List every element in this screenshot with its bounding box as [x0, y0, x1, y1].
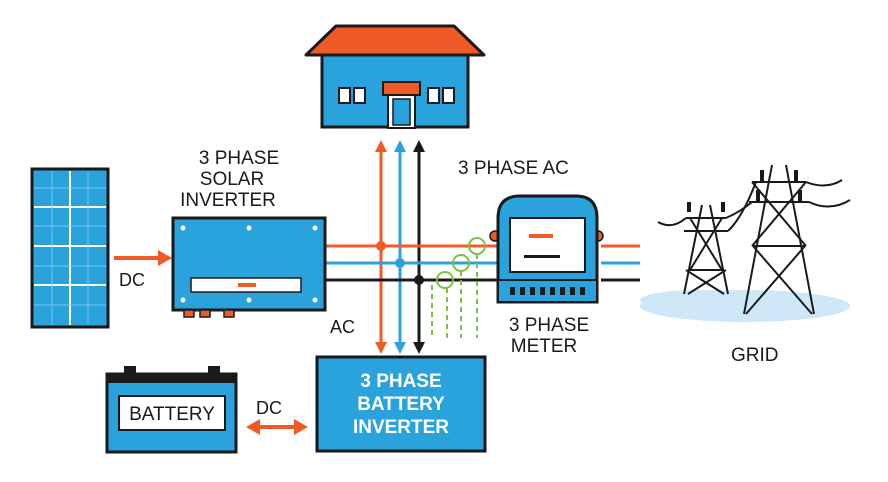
ac-down-label: AC [330, 317, 355, 337]
ac-horizontal-bus [326, 241, 497, 285]
grid-label: GRID [731, 345, 779, 366]
house-icon [304, 24, 486, 129]
svg-text:BATTERY: BATTERY [357, 394, 445, 415]
svg-text:3 PHASE: 3 PHASE [509, 315, 589, 336]
dc-panel-label: DC [119, 270, 145, 290]
solar-inverter-label: 3 PHASE SOLAR INVERTER [180, 148, 279, 211]
dc-arrow-panel [114, 250, 172, 266]
solar-inverter-icon [171, 216, 327, 318]
ct-clamps [431, 237, 486, 338]
dc-arrow-battery [246, 419, 308, 435]
battery-label: BATTERY [129, 404, 215, 425]
svg-text:INVERTER: INVERTER [180, 190, 276, 211]
dc-battery-label: DC [256, 398, 282, 418]
svg-text:3 PHASE: 3 PHASE [360, 371, 441, 392]
meter-icon [489, 194, 604, 304]
svg-text:INVERTER: INVERTER [353, 417, 449, 438]
meter-label: 3 PHASE METER [509, 315, 589, 357]
battery-icon [105, 366, 238, 454]
svg-text:METER: METER [511, 336, 578, 357]
grid-towers-icon [640, 164, 851, 322]
solar-panel-icon [30, 167, 110, 329]
svg-text:3 PHASE: 3 PHASE [199, 148, 279, 169]
grid-connection-lines [601, 244, 640, 282]
battery-inverter-icon: 3 PHASE BATTERY INVERTER [315, 355, 487, 453]
ac-meter-top-label: 3 PHASE AC [458, 158, 569, 179]
svg-text:SOLAR: SOLAR [200, 169, 264, 190]
